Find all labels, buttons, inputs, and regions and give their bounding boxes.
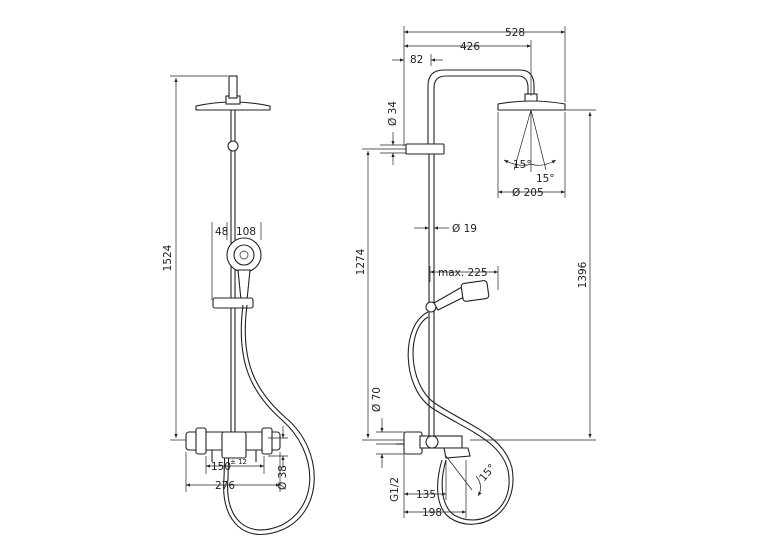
label-head-height: 1396: [577, 261, 589, 288]
dim-19: Ø 19: [414, 223, 477, 235]
label-head-angle-right: 15°: [536, 173, 555, 185]
dim-38: Ø 38: [268, 426, 289, 490]
side-mixer-spout: [396, 431, 471, 459]
dim-1524: 1524: [162, 75, 228, 441]
dim-1396: 1396: [470, 109, 596, 441]
side-hand-shower: [425, 280, 490, 313]
label-head-diameter: Ø 205: [512, 187, 544, 199]
dim-276: 276: [185, 452, 281, 492]
dim-34: Ø 34: [380, 101, 406, 165]
front-mixer: [185, 427, 281, 462]
side-shower-head: [497, 93, 566, 172]
label-riser-offset: 82: [410, 54, 423, 66]
label-handshower-diameter: 108: [236, 226, 256, 238]
label-arm-length: 528: [505, 27, 525, 39]
front-riser: [227, 110, 239, 432]
dim-205: Ø 205: [497, 112, 566, 199]
label-mixer-diameter-front: Ø 38: [277, 465, 289, 490]
label-height-total: 1524: [162, 244, 174, 271]
dim-head-angles: 15° 15°: [503, 159, 557, 185]
side-riser-arm: [405, 69, 535, 436]
dim-528: 528: [403, 26, 566, 146]
label-holder-height: 1274: [355, 248, 367, 275]
front-shower-head: [195, 75, 271, 111]
label-spout-reach-short: 135: [416, 489, 436, 501]
label-riser-diameter: Ø 34: [387, 101, 399, 126]
dim-82: 82: [392, 54, 443, 66]
label-spout-reach-long: 198: [422, 507, 442, 519]
label-handshower-reach: max. 225: [438, 267, 488, 279]
dim-150: 150 ± 12: [205, 456, 265, 474]
front-hand-shower: [212, 237, 262, 309]
front-hose: [223, 304, 315, 535]
dim-70: Ø 70: [371, 387, 404, 468]
dim-thread: G1/2: [376, 443, 401, 502]
label-offset-handshower: 48: [215, 226, 228, 238]
dim-198: 198: [404, 460, 467, 519]
dim-spout-angle: 15°: [445, 455, 498, 497]
front-view: 1524 48 108 150 ± 12 276: [162, 75, 315, 535]
label-arm-reach: 426: [460, 41, 480, 53]
label-head-angle-left: 15°: [513, 159, 532, 171]
dim-48-108: 48 108: [211, 222, 262, 300]
label-connection-thread: G1/2: [389, 477, 401, 502]
side-view: 528 426 82 Ø 34 Ø 19: [355, 26, 596, 525]
dim-135: 135: [403, 454, 447, 518]
label-inlet-tolerance: ± 12: [230, 458, 247, 466]
dim-1274: 1274: [355, 148, 406, 441]
label-mixer-width: 276: [215, 480, 235, 492]
dim-225: max. 225: [429, 266, 499, 290]
dim-426: 426: [404, 40, 532, 96]
label-spout-angle: 15°: [477, 462, 498, 484]
label-mixer-diameter-side: Ø 70: [371, 387, 383, 412]
label-rail-diameter: Ø 19: [452, 223, 477, 235]
label-inlet-spacing: 150: [211, 461, 231, 473]
